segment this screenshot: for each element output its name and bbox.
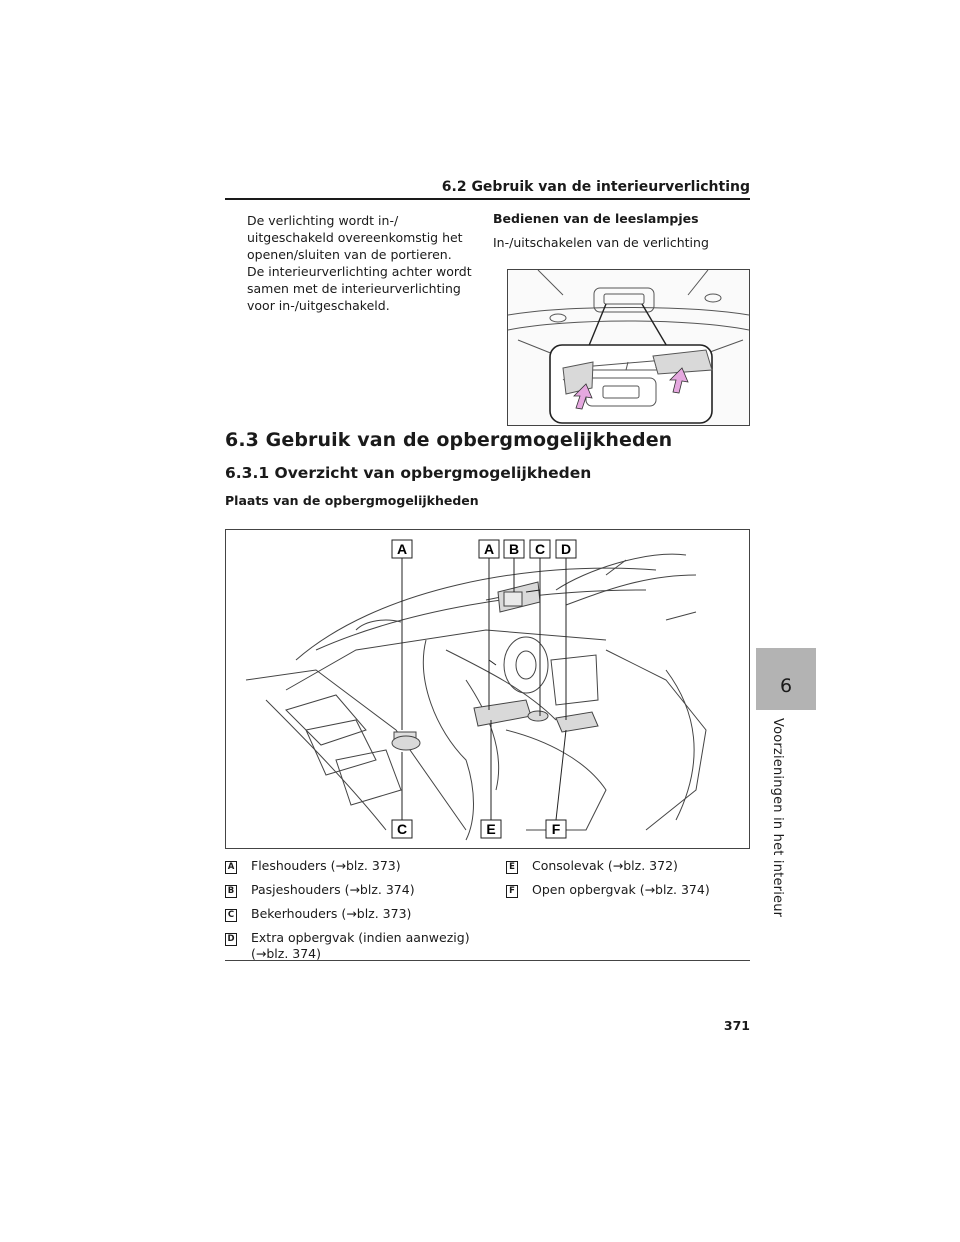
chapter-label: Voorzieningen in het interieur — [770, 718, 785, 918]
car-interior-drawing: A A B C D C E F — [245, 539, 707, 841]
legend-left-column: A Fleshouders (→blz. 373) B Pasjeshouder… — [225, 858, 475, 970]
legend-item-d: D Extra opbergvak (indien aanwezig) (→bl… — [225, 930, 475, 962]
callout-bottom-2: E — [486, 821, 495, 837]
page-number: 371 — [723, 1018, 750, 1033]
legend-text: Open opbergvak (→blz. 374) — [532, 882, 710, 897]
legend-key: C — [225, 909, 237, 922]
section-heading-6-3: 6.3 Gebruik van de opbergmogelijkheden — [225, 429, 673, 451]
storage-location-heading: Plaats van de opbergmogelijkheden — [225, 493, 479, 508]
legend-text: Consolevak (→blz. 372) — [532, 858, 678, 873]
legend-item-e: E Consolevak (→blz. 372) — [506, 858, 750, 874]
subsection-heading-6-3-1: 6.3.1 Overzicht van opbergmogelijkheden — [225, 464, 592, 482]
legend-key: B — [225, 885, 237, 898]
legend-text: Extra opbergvak (indien aanwezig) (→blz.… — [251, 930, 470, 961]
legend-key: E — [506, 861, 518, 874]
legend-text: Bekerhouders (→blz. 373) — [251, 906, 412, 921]
legend-item-f: F Open opbergvak (→blz. 374) — [506, 882, 750, 898]
section-header-title: 6.2 Gebruik van de interieurverlichting — [441, 179, 750, 195]
legend-right-column: E Consolevak (→blz. 372) F Open opbergva… — [506, 858, 750, 906]
callout-top-5: D — [561, 541, 571, 557]
legend-text: Fleshouders (→blz. 373) — [251, 858, 401, 873]
reading-lamp-drawing — [507, 269, 750, 424]
reading-lamps-text: In-/uitschakelen van de verlichting — [493, 235, 709, 250]
chapter-tab: 6 — [756, 648, 816, 710]
reading-lamps-heading: Bedienen van de leeslampjes — [493, 211, 699, 226]
legend-item-a: A Fleshouders (→blz. 373) — [225, 858, 475, 874]
callout-top-3: B — [509, 541, 519, 557]
callout-top-2: A — [484, 541, 494, 557]
callout-bottom-1: C — [397, 821, 407, 837]
chapter-number: 6 — [779, 675, 793, 697]
legend-key: D — [225, 933, 237, 946]
header-rule — [225, 198, 750, 200]
callout-bottom-3: F — [552, 821, 561, 837]
legend-item-c: C Bekerhouders (→blz. 373) — [225, 906, 475, 922]
intro-paragraph: De verlichting wordt in-/ uitgeschakeld … — [247, 213, 472, 313]
legend-key: A — [225, 861, 237, 874]
legend-key: F — [506, 885, 518, 898]
callout-top-4: C — [535, 541, 545, 557]
bottom-rule — [225, 960, 750, 961]
storage-overview-illustration: A A B C D C E F — [225, 529, 750, 849]
reading-lamp-illustration — [507, 269, 750, 426]
callout-top-1: A — [397, 541, 407, 557]
legend-text: Pasjeshouders (→blz. 374) — [251, 882, 415, 897]
legend-item-b: B Pasjeshouders (→blz. 374) — [225, 882, 475, 898]
